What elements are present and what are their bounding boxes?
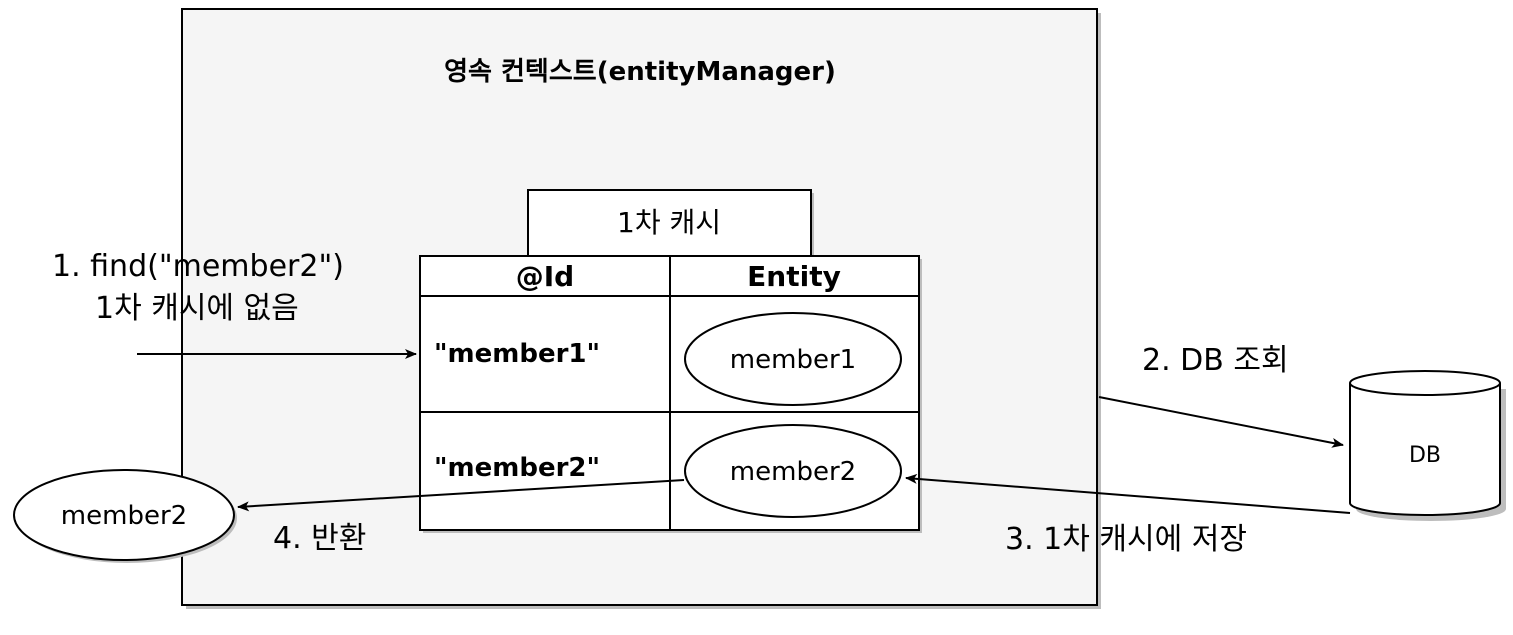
returned-entity-label: member2 — [61, 501, 187, 531]
row-1-entity-ellipse — [684, 312, 902, 406]
db-label: DB — [1409, 443, 1441, 468]
row-2-entity: member2 — [730, 457, 856, 487]
step1-label-line1: 1. find("member2") — [52, 249, 344, 284]
column-header-id: @Id — [516, 260, 574, 293]
row-2-id: "member2" — [434, 453, 600, 483]
context-title: 영속 컨텍스트(entityManager) — [444, 57, 836, 87]
step4-arrow — [237, 479, 685, 512]
returned-entity-ellipse — [13, 469, 235, 561]
step4-label: 4. 반환 — [273, 521, 366, 556]
cache-title-box — [527, 189, 812, 259]
step1-label-line2: 1차 캐시에 없음 — [95, 291, 299, 326]
step3-label: 3. 1차 캐시에 저장 — [1005, 522, 1247, 557]
db-cylinder — [1349, 370, 1506, 521]
row-1-id: "member1" — [434, 339, 600, 369]
step2-arrow — [1098, 396, 1344, 448]
row-1-entity: member1 — [730, 345, 856, 375]
db-cylinder-top — [1349, 370, 1501, 396]
cache-title: 1차 캐시 — [617, 206, 721, 239]
row-2-entity-ellipse — [684, 424, 902, 518]
db-cylinder-body — [1349, 383, 1501, 516]
step3-arrow — [905, 473, 1351, 514]
step2-label: 2. DB 조회 — [1142, 343, 1289, 378]
column-header-entity: Entity — [747, 260, 841, 293]
